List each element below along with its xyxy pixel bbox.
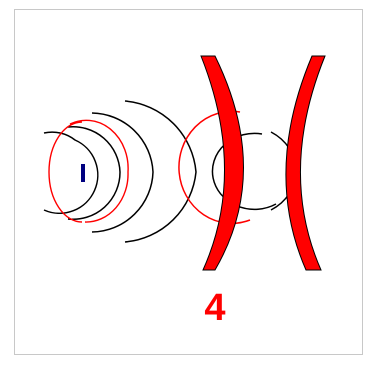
black-wavefront-4 [124, 100, 197, 243]
black-refracted-wavefront-1 [211, 132, 277, 211]
step-number-label: 4 [204, 287, 226, 329]
black-wavefront-2 [67, 125, 121, 221]
black-wavefront-3 [91, 112, 154, 233]
diagram-frame [14, 9, 363, 355]
lens-left-element [200, 55, 244, 271]
red-wavefront-1 [48, 121, 83, 223]
source-point [81, 164, 85, 182]
black-wavefront-1 [43, 131, 99, 215]
red-wavefront-2 [69, 119, 129, 223]
incoming-black-wavefronts [43, 100, 197, 243]
lens-right-element [285, 55, 326, 271]
incoming-red-wavefronts [48, 119, 129, 223]
biconcave-lens [200, 55, 326, 271]
